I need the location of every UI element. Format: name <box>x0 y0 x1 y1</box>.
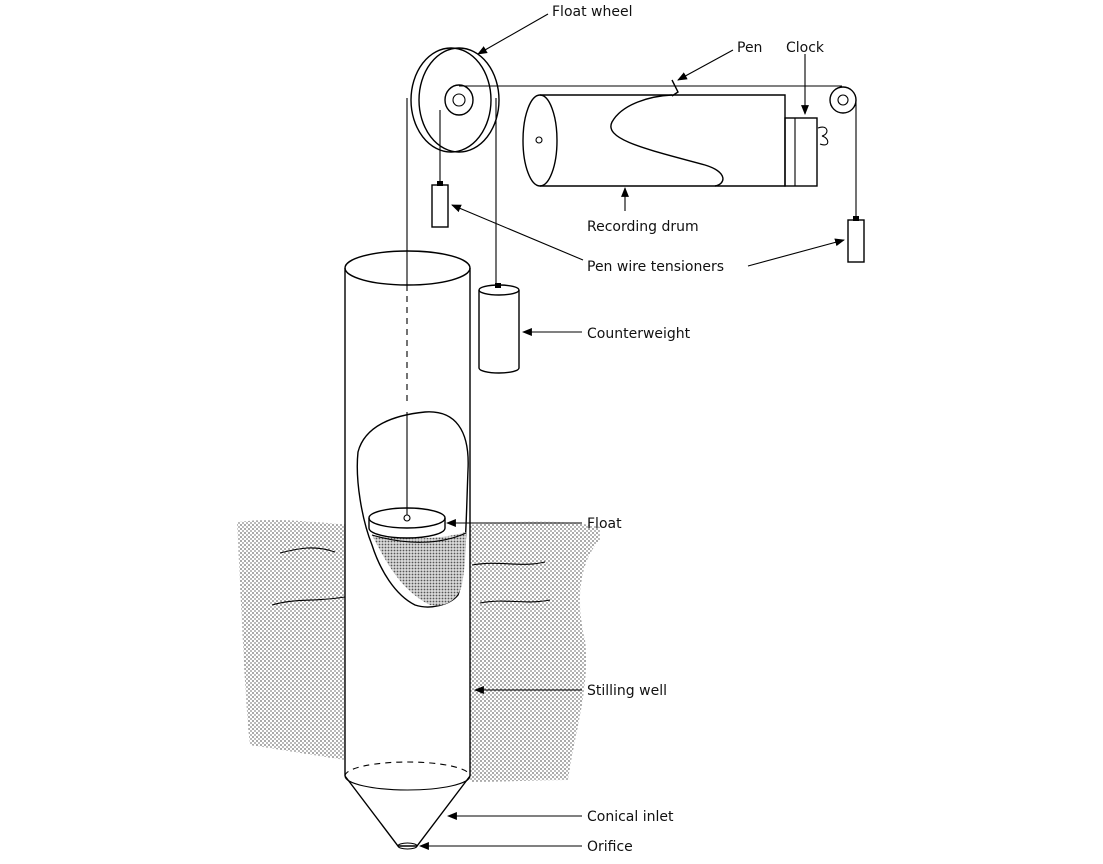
orifice-opening <box>397 842 418 850</box>
pen <box>671 79 679 97</box>
recording-drum <box>522 94 786 187</box>
pen-wire-tensioner-left <box>431 181 449 228</box>
label-recording-drum: Recording drum <box>587 219 699 235</box>
right-pulley <box>829 86 857 114</box>
label-pen-wire-tensioners: Pen wire tensioners <box>587 259 724 275</box>
label-pen: Pen <box>737 40 762 56</box>
label-clock: Clock <box>786 40 825 56</box>
counterweight <box>478 283 520 374</box>
float-wheel <box>410 47 500 153</box>
label-stilling-well: Stilling well <box>587 683 667 699</box>
pen-wire-tensioner-right <box>847 216 865 263</box>
label-orifice: Orifice <box>587 839 633 855</box>
leader-lines <box>419 13 845 850</box>
label-conical-inlet: Conical inlet <box>587 809 674 825</box>
clock <box>784 117 829 187</box>
label-float: Float <box>587 516 622 532</box>
label-float-wheel: Float wheel <box>552 4 632 20</box>
label-counterweight: Counterweight <box>587 326 691 342</box>
